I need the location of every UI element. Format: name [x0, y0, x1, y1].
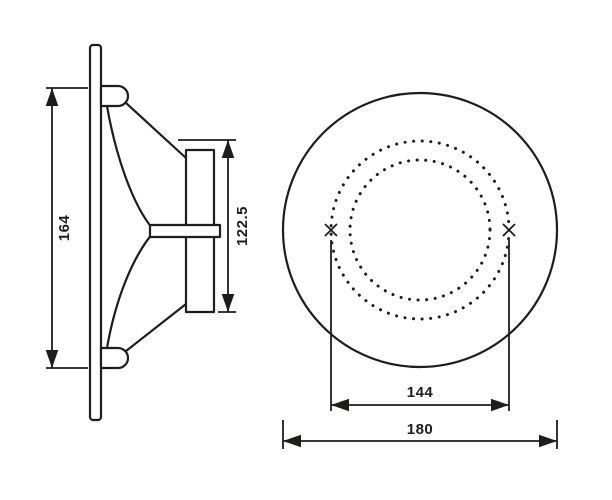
dimension-label-122-5: 122.5 [234, 206, 251, 246]
cone-edge-bottom [125, 303, 187, 352]
dimension-mounting-depth: 122.5 [178, 139, 251, 313]
hole-mark-left [324, 223, 338, 237]
side-view [88, 43, 222, 422]
dimension-hole-spacing: 144 [330, 240, 510, 412]
horn-curve-bottom [105, 233, 153, 349]
gasket-top [99, 84, 130, 108]
front-view [281, 91, 559, 369]
cutout-circle-dotted [348, 158, 492, 302]
dimension-label-144: 144 [407, 384, 434, 401]
dimension-overall-height: 164 [45, 87, 88, 369]
outer-rim-circle [281, 91, 559, 369]
pole-piece-bar [148, 223, 222, 239]
dimension-label-180: 180 [407, 421, 434, 438]
gasket-bottom [99, 346, 130, 370]
dimension-label-164: 164 [56, 215, 73, 242]
bolt-circle-dotted [329, 139, 511, 321]
mounting-flange [88, 43, 103, 422]
hole-mark-right [502, 223, 516, 237]
horn-curve-top [105, 105, 153, 229]
cone-edge-top [125, 102, 187, 159]
dimension-outer-diameter: 180 [282, 420, 558, 449]
